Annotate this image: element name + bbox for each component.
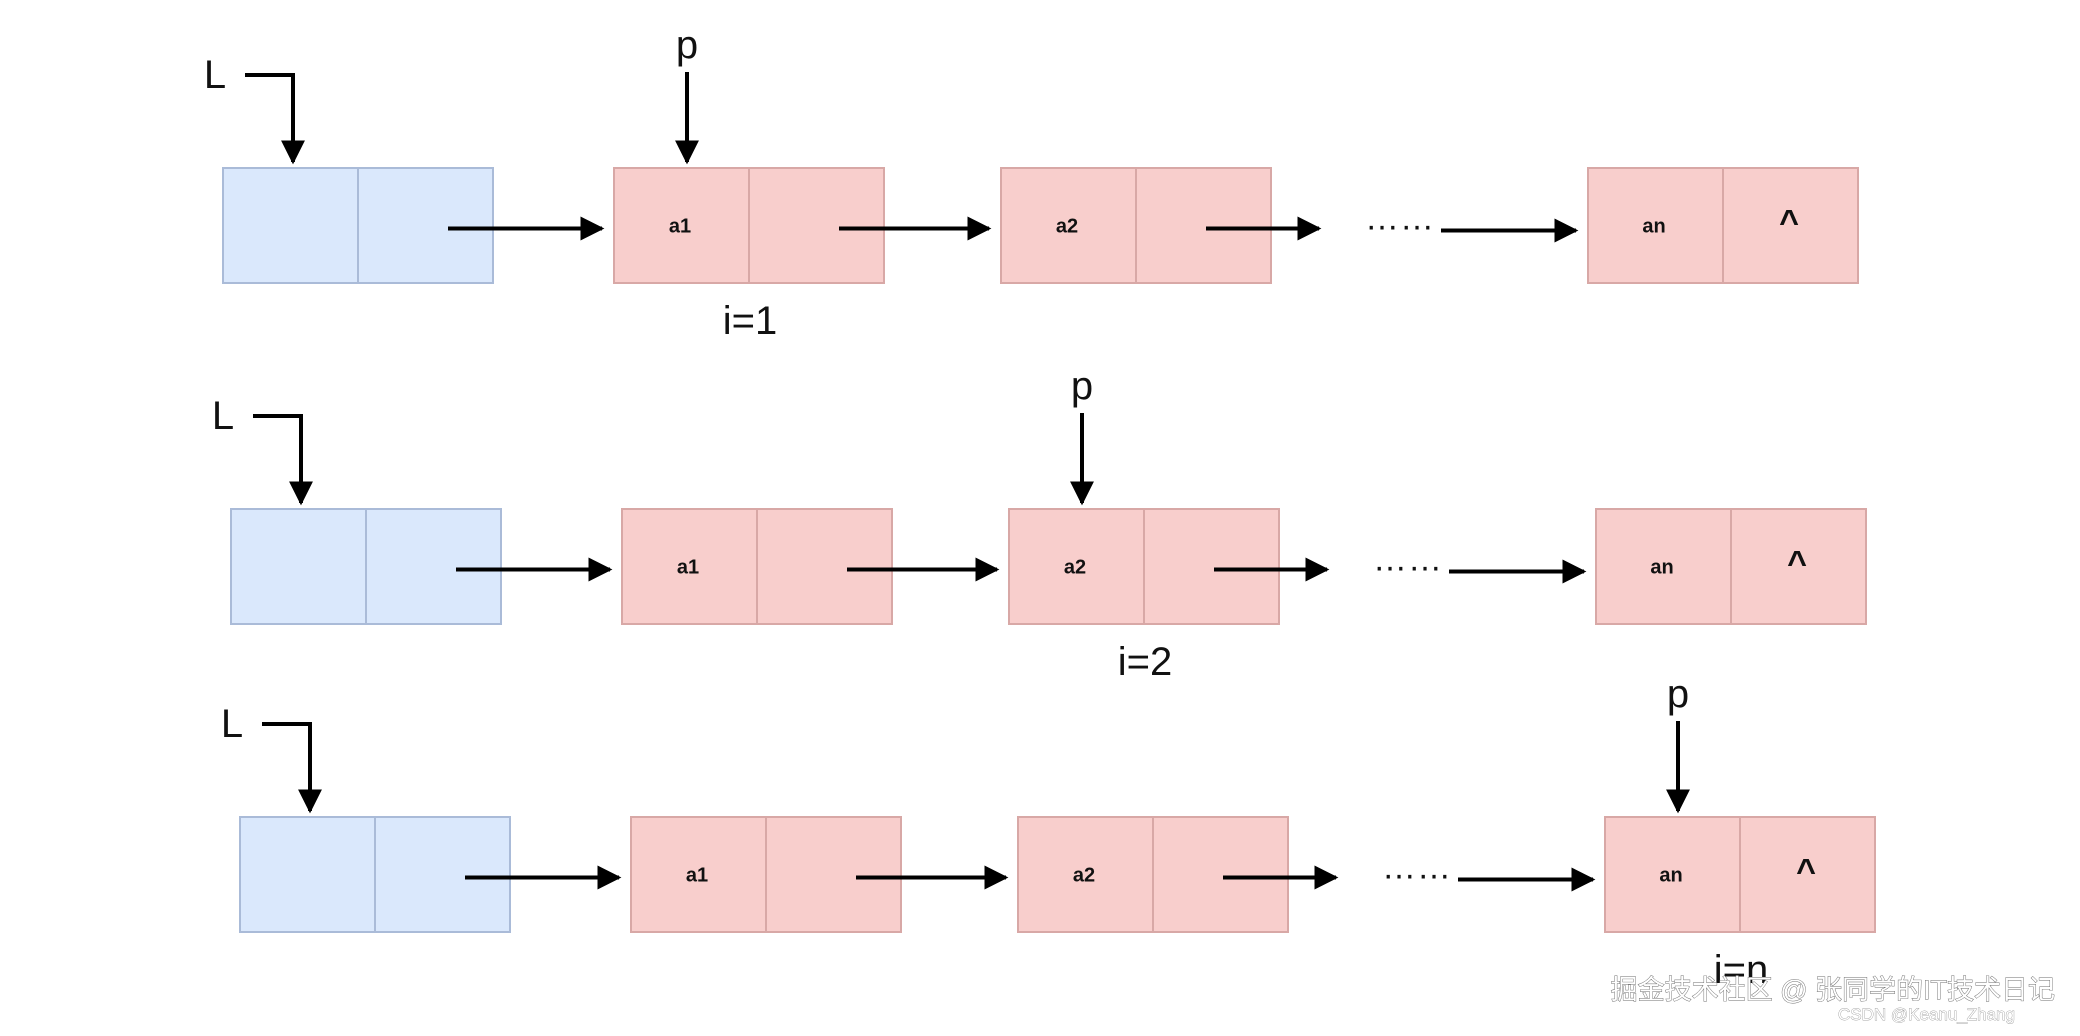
p-pointer-label: p — [676, 23, 698, 67]
head-pointer-label: L — [204, 53, 226, 97]
node-next-cell — [1722, 167, 1859, 284]
null-pointer-symbol: ^ — [1787, 545, 1807, 583]
node-next-cell — [1152, 816, 1289, 933]
list-row: La1 a2 p i=2 an ^ …… — [212, 364, 1867, 684]
watermark-subtext: CSDN @Keanu_Zhang — [1838, 1005, 2015, 1024]
watermark-text: 掘金技术社区 @ 张同学的IT技术日记 — [1611, 975, 2055, 1005]
node-next-cell — [748, 167, 885, 284]
node-data-cell — [1587, 167, 1724, 284]
head-pointer-label: L — [212, 394, 234, 438]
head-data-cell — [222, 167, 359, 284]
list-node: a1 — [613, 167, 885, 284]
node-data-label: a2 — [1073, 865, 1095, 887]
null-pointer-symbol: ^ — [1779, 204, 1799, 242]
list-node: a2 — [1017, 816, 1289, 933]
node-next-cell — [1135, 167, 1272, 284]
head-pointer-label: L — [221, 702, 243, 746]
node-next-cell — [1739, 816, 1876, 933]
head-node — [222, 167, 494, 284]
node-data-cell — [1017, 816, 1154, 933]
index-label: i=2 — [1118, 640, 1173, 684]
head-next-cell — [374, 816, 511, 933]
node-data-label: a1 — [677, 557, 699, 579]
node-data-cell — [630, 816, 767, 933]
node-data-cell — [1604, 816, 1741, 933]
list-node: a1 — [621, 508, 893, 625]
node-next-cell — [756, 508, 893, 625]
head-data-cell — [239, 816, 376, 933]
ellipsis: …… — [1365, 200, 1435, 238]
list-rows: La1 p i=1 a2 an ^ …… La1 a2 p i=2 an ^ …… La1 a2 an ^ p i=n… — [204, 23, 1876, 992]
node-data-label: a2 — [1064, 557, 1086, 579]
node-data-label: a1 — [686, 865, 708, 887]
list-node: an ^ — [1595, 508, 1867, 625]
head-node — [230, 508, 502, 625]
p-pointer-label: p — [1071, 364, 1093, 408]
list-node: an ^ — [1587, 167, 1859, 284]
ellipsis: …… — [1373, 541, 1443, 579]
head-next-cell — [365, 508, 502, 625]
node-data-label: an — [1650, 557, 1673, 579]
head-next-cell — [357, 167, 494, 284]
node-next-cell — [1143, 508, 1280, 625]
node-data-label: a1 — [669, 216, 691, 238]
node-data-label: an — [1659, 865, 1682, 887]
index-label: i=1 — [723, 299, 778, 343]
head-pointer-arrow — [262, 722, 322, 814]
p-pointer-label: p — [1667, 672, 1689, 716]
node-data-cell — [1008, 508, 1145, 625]
index-label: i=n — [1714, 948, 1769, 992]
list-row: La1 p i=1 a2 an ^ …… — [204, 23, 1859, 343]
null-pointer-symbol: ^ — [1796, 853, 1816, 891]
head-pointer-arrow — [253, 414, 313, 506]
node-data-label: a2 — [1056, 216, 1078, 238]
list-node: an ^ — [1604, 816, 1876, 933]
head-pointer-arrow — [245, 73, 305, 165]
node-data-cell — [621, 508, 758, 625]
list-node: a1 — [630, 816, 902, 933]
node-data-label: an — [1642, 216, 1665, 238]
head-node — [239, 816, 511, 933]
list-node: a2 — [1000, 167, 1272, 284]
node-data-cell — [1000, 167, 1137, 284]
list-row: La1 a2 an ^ p i=n …… — [221, 672, 1876, 992]
watermark: 掘金技术社区 @ 张同学的IT技术日记 CSDN @Keanu_Zhang — [1610, 975, 2055, 1025]
list-node: a2 — [1008, 508, 1280, 625]
head-data-cell — [230, 508, 367, 625]
node-next-cell — [765, 816, 902, 933]
ellipsis: …… — [1382, 849, 1452, 887]
node-next-cell — [1730, 508, 1867, 625]
